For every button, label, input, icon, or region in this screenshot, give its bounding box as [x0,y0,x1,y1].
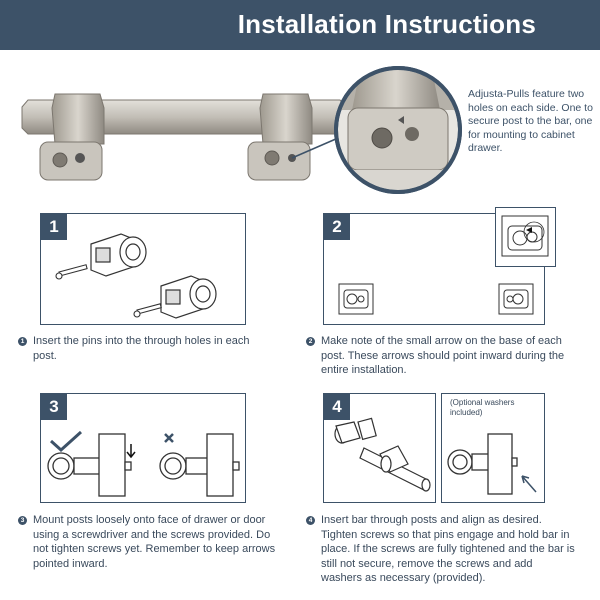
step-3-number: 3 [41,394,67,420]
x-icon [164,433,174,443]
arrow-up-icon [521,475,537,493]
step-4-washer-panel: (Optional washers included) [441,393,545,503]
header-banner: Installation Instructions [0,0,600,50]
pin-top [55,264,88,280]
page-title: Installation Instructions [237,9,536,39]
washer-note: (Optional washers included) [450,398,515,417]
step-3-diagram [47,430,240,497]
left-post-screw [75,153,85,163]
step-3-bullet: 3 [18,516,27,525]
left-post [51,93,105,145]
step-4-bullet: 4 [306,516,315,525]
step-1-text: Insert the pins into the through holes i… [33,335,250,362]
step-1-diagram [55,233,217,319]
arrow-down-icon [126,444,136,459]
right-post-hole [264,150,280,166]
step-1-bullet: 1 [18,337,27,346]
step-2-inset [495,207,556,267]
step-4-panel: 4 [323,393,436,503]
step-1-number: 1 [41,214,67,240]
post-top [90,233,147,277]
step-3-text: Mount posts loosely onto face of drawer … [33,514,276,570]
pin-bottom [133,303,162,318]
left-post-base [39,141,103,181]
step-2-number: 2 [324,214,350,240]
step-4-number: 4 [324,394,350,420]
post-bottom [160,275,217,319]
arrow-detail [501,215,549,257]
right-post-base [247,141,311,181]
step-4-text: Insert bar through posts and align as de… [321,514,575,584]
arrow-icon [526,227,532,233]
callout-note: Adjusta-Pulls feature two holes on each … [468,88,593,154]
product-illustration [21,66,462,194]
step-1-panel: 1 [40,213,246,325]
step-2-diagram [338,283,534,315]
right-post [259,93,313,145]
check-icon [49,430,83,453]
step-2-text: Make note of the small arrow on the base… [321,335,565,376]
post-correct [47,433,132,497]
post-base-left [338,283,374,315]
post-incorrect [159,433,240,497]
left-post-hole [52,152,68,168]
washer-diagram [447,433,537,495]
bar-through-post [334,417,431,492]
step-3-panel: 3 [40,393,246,503]
step-4-diagram [334,417,431,492]
step-2-panel: 2 [323,213,545,325]
step-2-bullet: 2 [306,337,315,346]
magnify-detail [338,70,458,190]
post-base-right [498,283,534,315]
